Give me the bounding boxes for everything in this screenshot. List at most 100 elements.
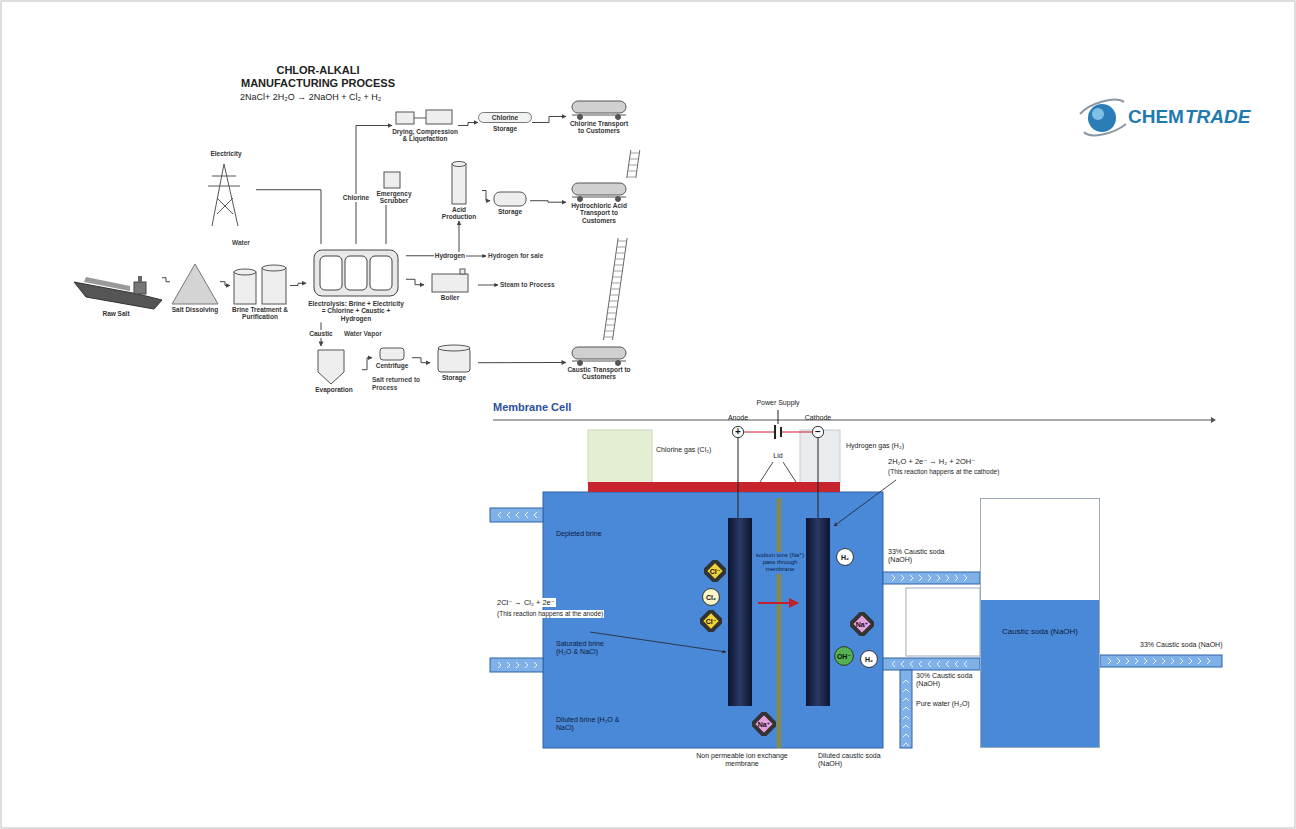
node-label: Chlorine Transport to Customers (566, 120, 632, 135)
flow-chevron (919, 575, 922, 581)
flow-line (530, 201, 566, 202)
rail-tie (614, 265, 623, 266)
flow-line (406, 279, 424, 284)
rail-tie (607, 313, 616, 314)
node-label: Electricity (196, 150, 256, 157)
flow-chevron (955, 575, 958, 581)
stream-label: Saturated brine (H₂O & NaCl) (556, 640, 620, 657)
acid-storage-tank (494, 192, 526, 206)
flow-line (162, 278, 170, 282)
flow-chevron (946, 661, 949, 667)
rail (627, 150, 631, 178)
diamond-outline (704, 560, 725, 581)
terminal-symbol: − (812, 426, 824, 438)
ion-symbol: OH⁻ (837, 653, 851, 660)
flow-chevron (903, 725, 909, 728)
circle-outline (835, 647, 854, 666)
node-label: Caustic soda (NaOH) (981, 627, 1099, 636)
node-label: Emergency Scrubber (374, 190, 414, 205)
ion-symbol: Na⁺ (758, 721, 771, 728)
node-label: Drying, Compression & Liquefaction (392, 128, 458, 143)
flow-chevron (910, 575, 913, 581)
flow-chevron (903, 743, 909, 746)
node-label: Centrifuge (372, 362, 412, 369)
power-wires (738, 410, 818, 518)
part-label: Non permeable ion exchange membrane (687, 752, 797, 769)
ion-diamond: Cl⁻ (704, 560, 726, 582)
brine-tanks (234, 265, 286, 304)
centrifuge-icon (380, 348, 404, 360)
reaction-equation: 2H₂O + 2e⁻ → H₂ + 2OH⁻ (888, 457, 975, 466)
circle-outline (703, 589, 720, 606)
flow-chevron (525, 512, 528, 518)
rail-tie (606, 319, 615, 320)
flow-chevron (507, 662, 510, 668)
molecule-circle: H₂ (860, 650, 878, 668)
storage-tank: Storage (490, 186, 530, 215)
flow-chevron (901, 575, 904, 581)
rail-tie (615, 259, 624, 260)
flow-chevron (1135, 658, 1138, 664)
brine-pipe (490, 658, 543, 672)
ion-symbol: Cl⁻ (706, 618, 717, 625)
circle-outline (861, 651, 878, 668)
rail-tie (613, 277, 622, 278)
stream-label: Depleted brine (556, 530, 602, 538)
rail (636, 150, 640, 178)
part-label: Chlorine gas (Cl₂) (656, 446, 711, 454)
part-label: Hydrogen gas (H₂) (846, 442, 904, 450)
cathode-electrode (806, 518, 830, 706)
ion-symbol: H₂ (841, 554, 849, 561)
circle-outline (837, 549, 854, 566)
flow-chevron (910, 661, 913, 667)
logo-text: CHEM (1128, 106, 1184, 129)
flow-line (362, 358, 372, 370)
flow-chevron (964, 661, 967, 667)
flow-note: Water Vapor (344, 330, 382, 338)
membrane (777, 498, 781, 748)
diamond-outline (752, 712, 775, 735)
storage-tank: Storage (430, 344, 478, 381)
storage-tank: ChlorineStorage (478, 112, 532, 133)
caustic-piping (883, 572, 1222, 748)
sodium-arrow (758, 602, 798, 604)
flow-chevron (919, 661, 922, 667)
flow-chevron (946, 575, 949, 581)
acid-tower (452, 162, 466, 205)
ion-symbol: Cl₂ (706, 594, 716, 601)
molecule-circle: H₂ (836, 548, 854, 566)
node-label: Hydrochloric Acid Transport to Customers (566, 202, 632, 224)
stream-label: Diluted brine (H₂O & NaCl) (556, 716, 620, 733)
rail-tie (616, 253, 625, 254)
flow-line (412, 358, 430, 363)
circle-outline (812, 426, 823, 437)
salt-dissolving: Salt Dissolving (170, 250, 220, 313)
flow-chevron (901, 661, 904, 667)
boiler-icon (432, 269, 468, 292)
flow-line (256, 190, 321, 244)
flow-chevron (937, 575, 940, 581)
node-label: Boiler (424, 294, 476, 301)
flow-chevron (1162, 658, 1165, 664)
electrolysis-cell: Electrolysis: Brine + Electricity = Chlo… (306, 244, 406, 322)
rail-tie (628, 171, 637, 172)
reaction-equation: 2Cl⁻ → Cl₂ + 2e⁻ (496, 598, 556, 607)
part-label: Anode (728, 414, 748, 422)
flow-line (458, 122, 478, 125)
reaction-note: (This reaction happens at the cathode) (888, 468, 999, 476)
edge-label: Chlorine (342, 194, 370, 202)
flow-chevron (928, 661, 931, 667)
flow-chevrons (498, 512, 1210, 746)
ion-symbol: H₂ (865, 656, 873, 663)
flow-note: Salt returned to Process (372, 376, 426, 392)
part-label: Power Supply (756, 399, 799, 407)
stream-label: 30% Caustic soda (NaOH) (916, 672, 978, 689)
brine-treatment: Brine Treatment & Purification (230, 250, 290, 321)
terminal-symbol: + (732, 426, 744, 438)
rail-tie (630, 153, 639, 154)
rail-tie (609, 301, 618, 302)
diamond-outline (700, 610, 721, 631)
raw-salt-ship: Raw Salt (70, 238, 162, 317)
flow-chevron (498, 512, 501, 518)
